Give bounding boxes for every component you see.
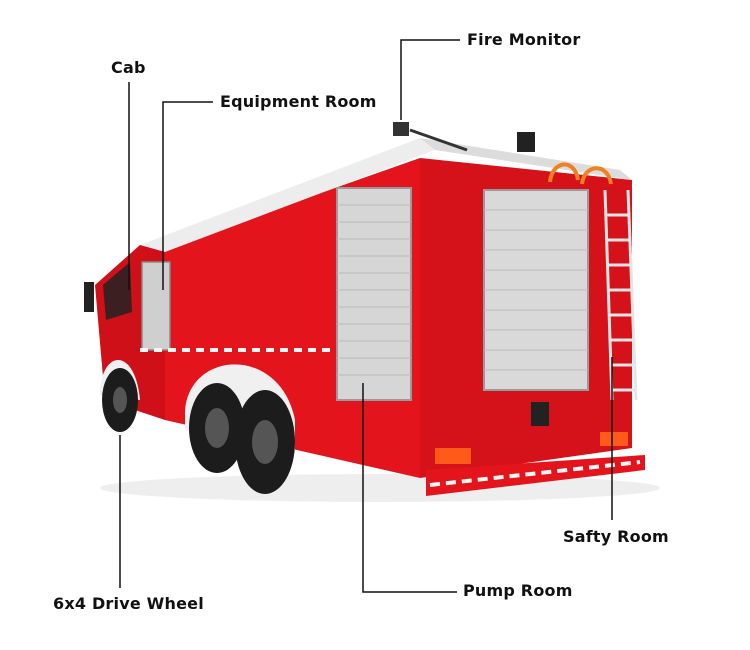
roof-rear-edge (420, 138, 632, 180)
bumper-trim (429, 460, 641, 487)
rear-shutter-slats (484, 209, 588, 371)
annotation-leaders (119, 39, 613, 593)
pump-shutter-slats (337, 204, 411, 376)
roof-rail (548, 162, 580, 183)
label-drive-wheel: 6x4 Drive Wheel (53, 594, 204, 613)
equipment-room-door (141, 261, 171, 351)
ground-shadow (100, 474, 660, 502)
pump-room-leader (362, 383, 457, 593)
tail-light (600, 432, 628, 446)
roof-strip (140, 138, 435, 252)
fire-monitor-nozzle (393, 122, 409, 136)
rear-bumper (426, 455, 645, 496)
label-fire-monitor: Fire Monitor (467, 30, 581, 49)
label-safety-room: Safty Room (563, 527, 669, 546)
wheel-hub (113, 387, 127, 413)
label-pump-room: Pump Room (463, 581, 573, 600)
rear-plate-holder (531, 402, 549, 426)
rear-ladder (603, 189, 638, 401)
side-mirror (84, 282, 94, 312)
label-equipment-room: Equipment Room (220, 92, 377, 111)
roof-lamp (517, 132, 535, 152)
wheel-hub (205, 408, 229, 448)
fire-monitor-barrel (409, 128, 468, 152)
fire-monitor-leader (400, 39, 460, 120)
tail-light (435, 448, 471, 464)
wheel-hub (252, 420, 278, 464)
cab-window (103, 262, 132, 320)
label-cab: Cab (111, 58, 146, 77)
equipment-room-leader (162, 101, 213, 290)
pump-room-shutter (336, 187, 412, 401)
roof-rail (580, 166, 613, 185)
